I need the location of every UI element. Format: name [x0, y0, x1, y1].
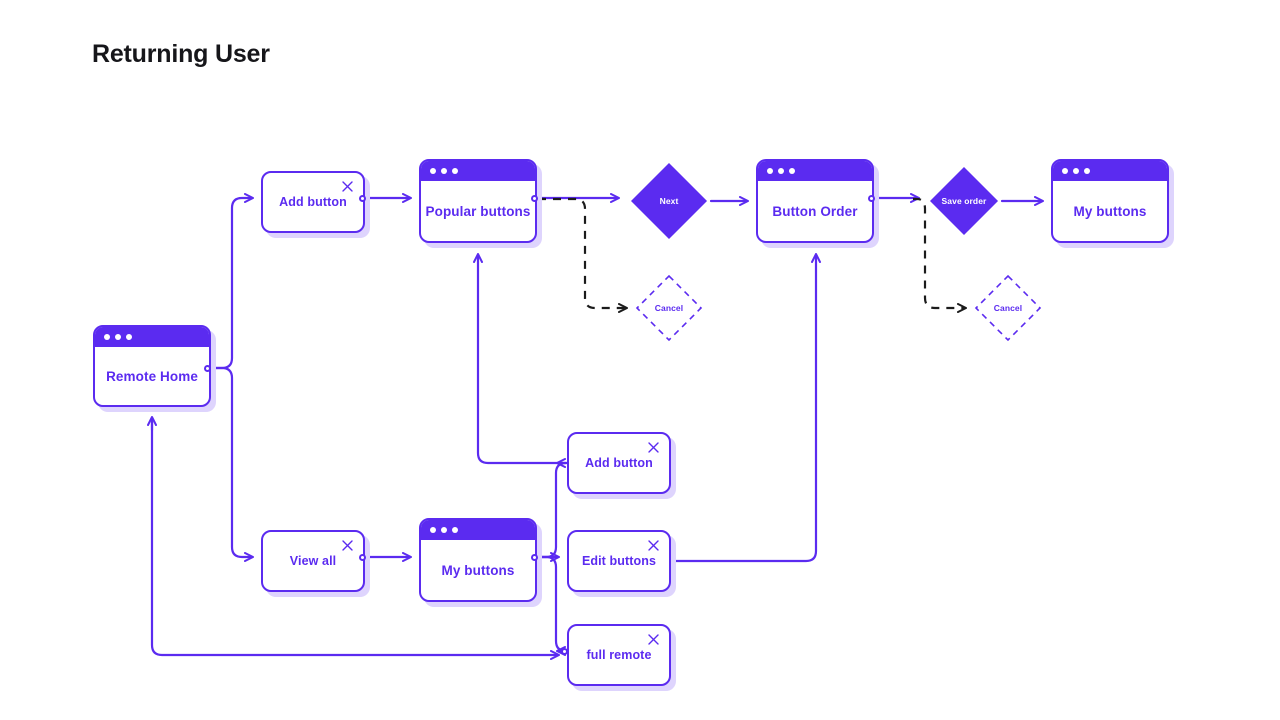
window-dot-icon: [441, 527, 447, 533]
edge-add-button-bot-to-popular: [473, 253, 569, 465]
close-icon[interactable]: [342, 540, 353, 551]
window-frame: My buttons: [1051, 159, 1169, 243]
decision-label: Next: [659, 196, 679, 206]
window-frame: Popular buttons: [419, 159, 537, 243]
diamond-shape-icon: [631, 163, 707, 239]
node-my-buttons-top[interactable]: My buttons: [1051, 159, 1169, 243]
decision-label: Save order: [941, 196, 987, 206]
window-frame: Button Order: [756, 159, 874, 243]
modal-body: Add button: [569, 434, 669, 492]
window-dot-icon: [430, 527, 436, 533]
window-titlebar: [95, 327, 209, 347]
node-label: full remote: [586, 648, 652, 662]
diamond-shape-icon: [974, 274, 1042, 342]
window-dot-icon: [104, 334, 110, 340]
node-remote-home[interactable]: Remote Home: [93, 325, 211, 407]
port-popular-buttons-out[interactable]: [531, 195, 538, 202]
port-view-all-out[interactable]: [359, 554, 366, 561]
window-titlebar: [421, 161, 535, 181]
node-label: My buttons: [1073, 203, 1147, 219]
node-label: Add button: [279, 195, 347, 209]
window-frame: Remote Home: [93, 325, 211, 407]
window-dot-icon: [778, 168, 784, 174]
page-title: Returning User: [92, 40, 270, 68]
node-label: Add button: [585, 456, 653, 470]
modal-frame: Edit buttons: [567, 530, 671, 592]
node-popular-buttons[interactable]: Popular buttons: [419, 159, 537, 243]
window-titlebar: [1053, 161, 1167, 181]
node-button-order[interactable]: Button Order: [756, 159, 874, 243]
port-remote-home-out[interactable]: [204, 365, 211, 372]
window-body: Remote Home: [95, 347, 209, 405]
node-label: Popular buttons: [425, 203, 531, 219]
window-body: Popular buttons: [421, 181, 535, 241]
modal-body: Add button: [263, 173, 363, 231]
close-icon[interactable]: [342, 181, 353, 192]
modal-frame: full remote: [567, 624, 671, 686]
close-icon[interactable]: [648, 540, 659, 551]
node-edit-buttons[interactable]: Edit buttons: [567, 530, 671, 592]
close-icon[interactable]: [648, 442, 659, 453]
window-frame: My buttons: [419, 518, 537, 602]
node-add-button-bottom[interactable]: Add button: [567, 432, 671, 494]
window-dot-icon: [430, 168, 436, 174]
node-label: Remote Home: [106, 368, 198, 384]
window-body: My buttons: [1053, 181, 1167, 241]
node-label: View all: [289, 554, 337, 568]
window-dot-icon: [441, 168, 447, 174]
window-dot-icon: [1062, 168, 1068, 174]
decision-next[interactable]: Next: [627, 159, 711, 243]
diamond-shape-icon: [635, 274, 703, 342]
port-full-remote-in[interactable]: [561, 648, 568, 655]
decision-cancel-2[interactable]: Cancel: [973, 273, 1043, 343]
window-dot-icon: [1073, 168, 1079, 174]
window-dot-icon: [452, 168, 458, 174]
node-label: Edit buttons: [581, 554, 657, 568]
modal-body: View all: [263, 532, 363, 590]
diamond-shape-icon: [930, 167, 998, 235]
window-titlebar: [758, 161, 872, 181]
edge-remote-home-to-view-all: [209, 366, 254, 562]
close-icon[interactable]: [648, 634, 659, 645]
decision-save-order[interactable]: Save order: [926, 163, 1002, 239]
node-add-button-top[interactable]: Add button: [261, 171, 365, 233]
window-dot-icon: [115, 334, 121, 340]
edge-my-buttons-bot-to-add-button: [536, 458, 568, 559]
modal-frame: Add button: [261, 171, 365, 233]
edge-remote-home-to-add-button: [209, 193, 254, 370]
node-my-buttons-bottom[interactable]: My buttons: [419, 518, 537, 602]
node-label: My buttons: [441, 562, 515, 578]
edge-popular-to-cancel: [538, 197, 628, 313]
modal-frame: View all: [261, 530, 365, 592]
decision-label: Cancel: [993, 303, 1023, 313]
port-my-buttons-bot-out[interactable]: [531, 554, 538, 561]
window-titlebar: [421, 520, 535, 540]
decision-cancel-1[interactable]: Cancel: [634, 273, 704, 343]
modal-body: Edit buttons: [569, 532, 669, 590]
node-full-remote[interactable]: full remote: [567, 624, 671, 686]
modal-body: full remote: [569, 626, 669, 684]
port-button-order-out[interactable]: [868, 195, 875, 202]
window-dot-icon: [789, 168, 795, 174]
window-dot-icon: [126, 334, 132, 340]
window-body: My buttons: [421, 540, 535, 600]
window-dot-icon: [452, 527, 458, 533]
node-view-all[interactable]: View all: [261, 530, 365, 592]
decision-label: Cancel: [654, 303, 684, 313]
window-dot-icon: [1084, 168, 1090, 174]
modal-frame: Add button: [567, 432, 671, 494]
window-body: Button Order: [758, 181, 872, 241]
node-label: Button Order: [772, 203, 858, 219]
window-dot-icon: [767, 168, 773, 174]
edge-my-buttons-bot-to-full-remote: [536, 555, 568, 656]
port-add-button-top-out[interactable]: [359, 195, 366, 202]
